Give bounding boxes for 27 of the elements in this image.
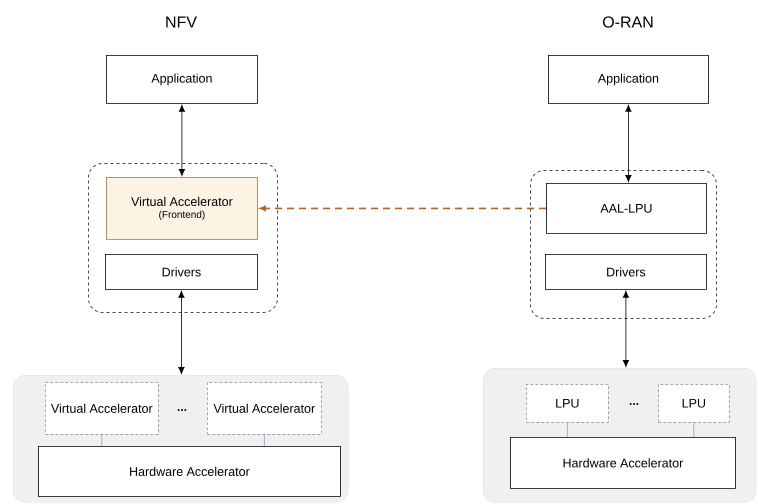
dashed-box: LPU <box>526 384 609 423</box>
process-box: Drivers <box>545 254 707 290</box>
column-heading: O-RAN <box>602 16 652 28</box>
leader-line <box>693 422 694 438</box>
dashed-box: LPU <box>658 384 730 423</box>
process-box: Application <box>106 55 258 104</box>
arrow <box>178 104 186 176</box>
arrow <box>178 290 185 374</box>
leader-line <box>264 434 265 446</box>
dashed-box: Virtual Accelerator <box>45 382 159 435</box>
dashed-box: Virtual Accelerator <box>207 382 322 435</box>
process-box: AAL-LPU <box>546 183 707 234</box>
ellipsis: ... <box>630 403 638 405</box>
arrow <box>625 104 632 182</box>
arrow <box>622 290 630 367</box>
process-box: Application <box>548 55 709 104</box>
dashed-group-box <box>88 163 278 313</box>
process-box: Hardware Accelerator <box>510 437 736 489</box>
process-box: Hardware Accelerator <box>38 446 341 497</box>
leader-line <box>101 434 102 446</box>
ellipsis: ... <box>178 409 186 411</box>
process-box: Drivers <box>105 254 258 290</box>
dashed-group-box <box>530 170 717 319</box>
arrow <box>260 206 546 212</box>
process-box: Virtual Accelerator (Frontend) <box>106 177 258 240</box>
leader-line <box>566 422 568 438</box>
column-heading: NFV <box>166 16 197 28</box>
